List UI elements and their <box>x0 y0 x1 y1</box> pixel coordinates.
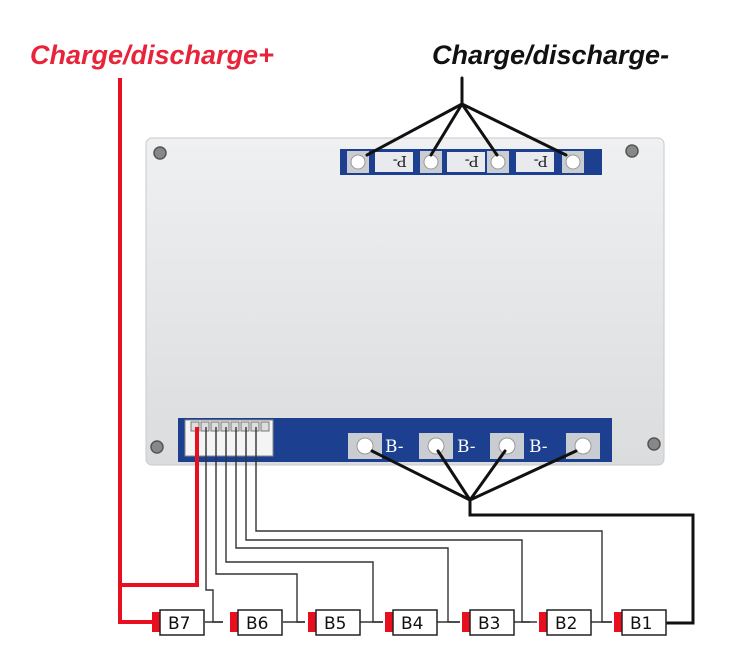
cell-label: B1 <box>630 614 652 634</box>
cell-body <box>621 609 667 636</box>
p-pads: P- P- P- <box>347 151 584 173</box>
cell-b4: B4 <box>385 609 438 636</box>
cell-body <box>392 609 438 636</box>
cell-b3: B3 <box>462 609 515 636</box>
cell-b6: B6 <box>230 609 283 636</box>
cell-b2: B2 <box>539 609 592 636</box>
screw-icon <box>647 437 661 451</box>
cell-label: B6 <box>246 614 268 634</box>
screw-icon <box>153 146 167 160</box>
negative-wire-top <box>365 76 568 157</box>
cell-label: B7 <box>168 614 190 634</box>
connector-pins <box>190 421 270 432</box>
charge-discharge-positive-label: Charge/discharge+ <box>30 40 274 70</box>
b-pad-label: B- <box>385 437 404 457</box>
cell-terminal <box>230 612 239 632</box>
p-label-plate <box>516 152 554 172</box>
battery-cells: B7 B6 B5 B4 B3 <box>152 609 667 636</box>
pad-hole <box>350 154 366 170</box>
b-pad-label: B- <box>457 437 476 457</box>
charge-discharge-negative-label: Charge/discharge- <box>432 40 670 70</box>
pad-hole <box>356 437 374 455</box>
positive-wire <box>118 78 199 624</box>
p-pad-label: P- <box>393 152 407 170</box>
cell-label: B2 <box>555 614 577 634</box>
cell-terminal <box>385 612 394 632</box>
p-pad-label: P- <box>534 152 548 170</box>
cell-b1: B1 <box>614 609 667 636</box>
p-label-plate <box>447 152 485 172</box>
cell-b5: B5 <box>308 609 361 636</box>
cell-label: B4 <box>401 614 423 634</box>
negative-wire-bottom <box>370 449 695 625</box>
pad-hole <box>574 437 592 455</box>
cell-terminal <box>308 612 317 632</box>
cell-body <box>315 609 361 636</box>
bms-board <box>145 137 665 466</box>
b-pad-label: B- <box>529 437 548 457</box>
cell-terminal <box>462 612 471 632</box>
cell-body <box>237 609 283 636</box>
cell-b7: B7 <box>152 609 205 636</box>
cell-terminal <box>539 612 548 632</box>
p-pad-label: P- <box>465 152 479 170</box>
cell-body <box>469 609 515 636</box>
cell-terminal <box>152 612 161 632</box>
p-label-plate <box>375 152 413 172</box>
mounting-screws <box>150 144 661 454</box>
pad-hole <box>565 154 581 170</box>
cell-label: B3 <box>478 614 500 634</box>
cell-label: B5 <box>324 614 346 634</box>
pad-hole <box>490 154 506 170</box>
b-pads: B- B- B- <box>348 433 600 459</box>
pad-hole <box>423 154 439 170</box>
screw-icon <box>625 144 639 158</box>
pad-hole <box>427 437 445 455</box>
cell-terminal <box>614 612 623 632</box>
cell-body <box>546 609 592 636</box>
cell-body <box>159 609 205 636</box>
screw-icon <box>150 440 164 454</box>
pad-hole <box>498 437 516 455</box>
